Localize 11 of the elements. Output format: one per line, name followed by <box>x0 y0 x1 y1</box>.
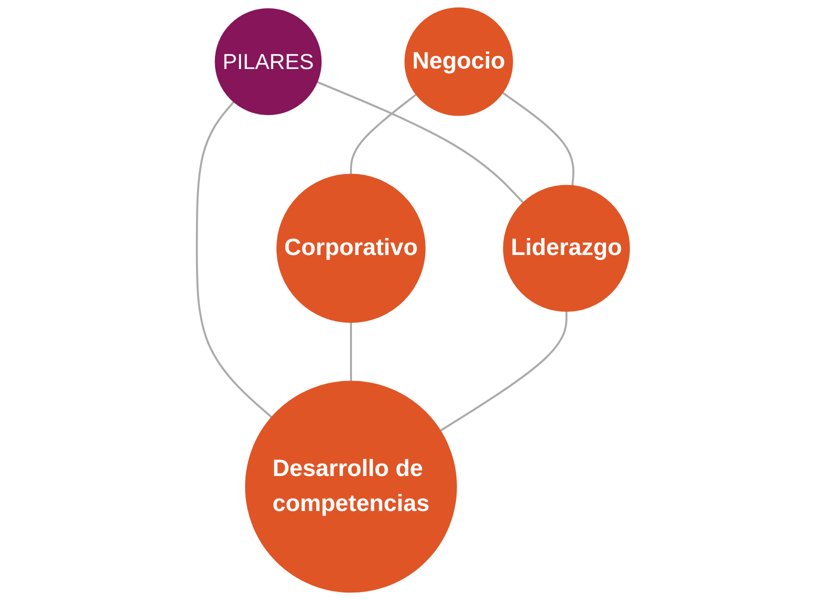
node-circle: Negocio <box>404 7 513 116</box>
connector <box>440 311 568 432</box>
node-circle: Liderazgo <box>502 184 630 312</box>
connector <box>350 94 417 174</box>
connector <box>502 92 574 186</box>
node-circle: Corporativo <box>276 174 426 323</box>
connector <box>196 101 272 418</box>
connector <box>350 322 352 382</box>
node-circle: Desarrollo de competencias <box>244 380 457 593</box>
node-circle: PILARES <box>214 8 322 116</box>
connector <box>316 81 524 204</box>
